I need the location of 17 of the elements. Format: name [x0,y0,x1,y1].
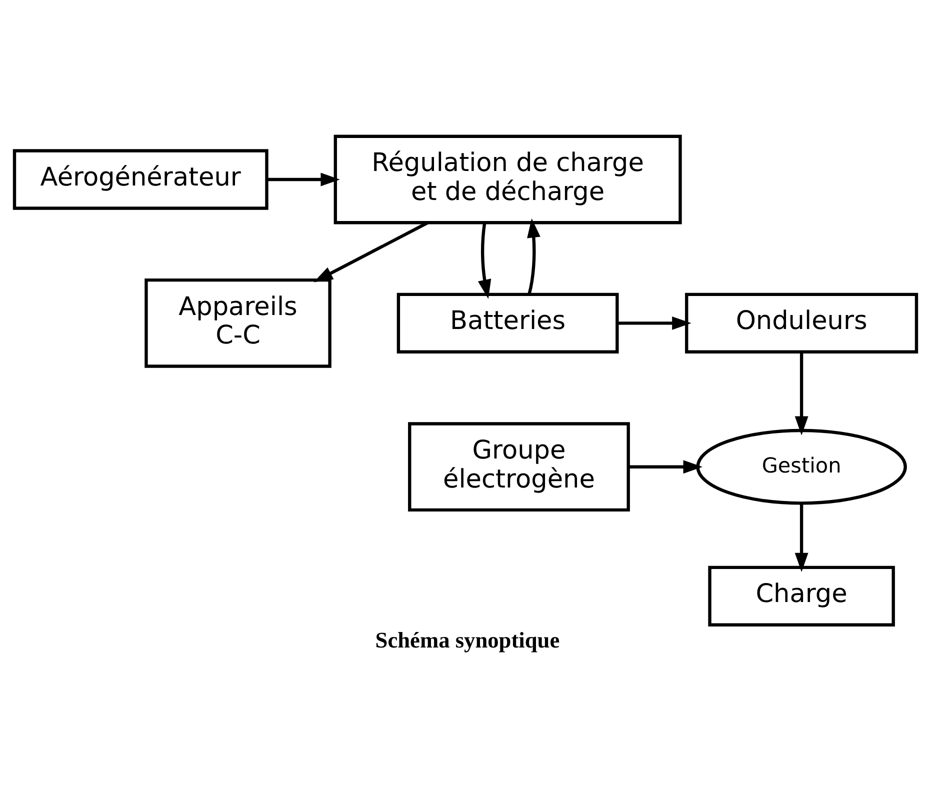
arrow [266,172,340,186]
arrow [478,222,492,298]
arrow [314,220,428,282]
node-box: Groupe électrogène [408,422,630,512]
node-box: Batteries [396,292,619,353]
node-ellipse: Gestion [696,428,907,504]
node-box: Appareils C-C [144,278,332,368]
arrow [628,460,702,474]
caption: Schéma synoptique [375,627,560,652]
arrow [794,503,808,572]
arrow [794,352,808,435]
node-box: Onduleurs [685,292,918,353]
node-box: Aérogénérateur [12,148,268,210]
node-box: Charge [708,565,895,626]
arrow [527,218,540,294]
node-box: Régulation de charge et de décharge [334,134,682,224]
arrow [617,316,692,330]
